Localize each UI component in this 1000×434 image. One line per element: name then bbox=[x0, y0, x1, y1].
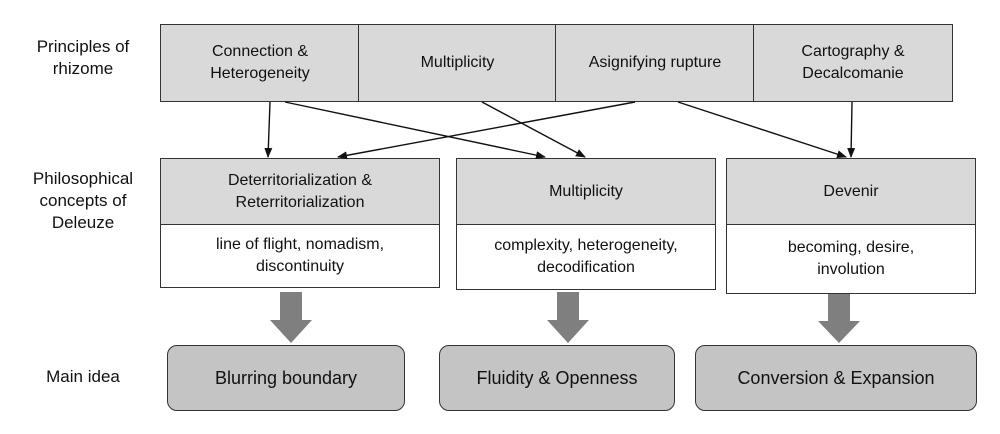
principle-connection-heterogeneity: Connection & Heterogeneity bbox=[160, 24, 360, 102]
principle-asignifying-rupture: Asignifying rupture bbox=[555, 24, 755, 102]
concept-devenir-title: Devenir bbox=[726, 158, 976, 226]
block-arrow-middle bbox=[547, 292, 589, 343]
main-idea-blurring-boundary: Blurring boundary bbox=[167, 345, 405, 411]
arrow-multiplicity-to-multiplicity bbox=[481, 101, 586, 158]
concept-multiplicity-title: Multiplicity bbox=[456, 158, 716, 226]
main-idea-fluidity-openness: Fluidity & Openness bbox=[439, 345, 675, 411]
principle-multiplicity: Multiplicity bbox=[358, 24, 557, 102]
row-label-concepts: Philosophical concepts of Deleuze bbox=[32, 169, 134, 232]
arrow-connection-to-multiplicity bbox=[284, 101, 546, 160]
arrow-cartography-to-devenir bbox=[847, 101, 856, 158]
concept-deterritorialization-detail: line of flight, nomadism, discontinuity bbox=[160, 224, 440, 288]
arrow-rupture-to-deterritorialization bbox=[337, 101, 636, 160]
arrow-rupture-to-devenir bbox=[677, 101, 847, 159]
row-label-main-idea: Main idea bbox=[46, 367, 120, 386]
block-arrow-left bbox=[270, 292, 312, 343]
main-idea-conversion-expansion: Conversion & Expansion bbox=[695, 345, 977, 411]
principle-cartography-decalcomanie: Cartography & Decalcomanie bbox=[753, 24, 953, 102]
concept-deterritorialization-title: Deterritorialization & Reterritorializat… bbox=[160, 158, 440, 226]
block-arrow-right bbox=[818, 294, 860, 343]
concept-multiplicity-detail: complexity, heterogeneity, decodificatio… bbox=[456, 224, 716, 290]
arrow-connection-to-deterritorialization bbox=[264, 101, 273, 158]
row-label-principles: Principles of rhizome bbox=[36, 37, 130, 78]
concept-devenir-detail: becoming, desire, involution bbox=[726, 224, 976, 294]
